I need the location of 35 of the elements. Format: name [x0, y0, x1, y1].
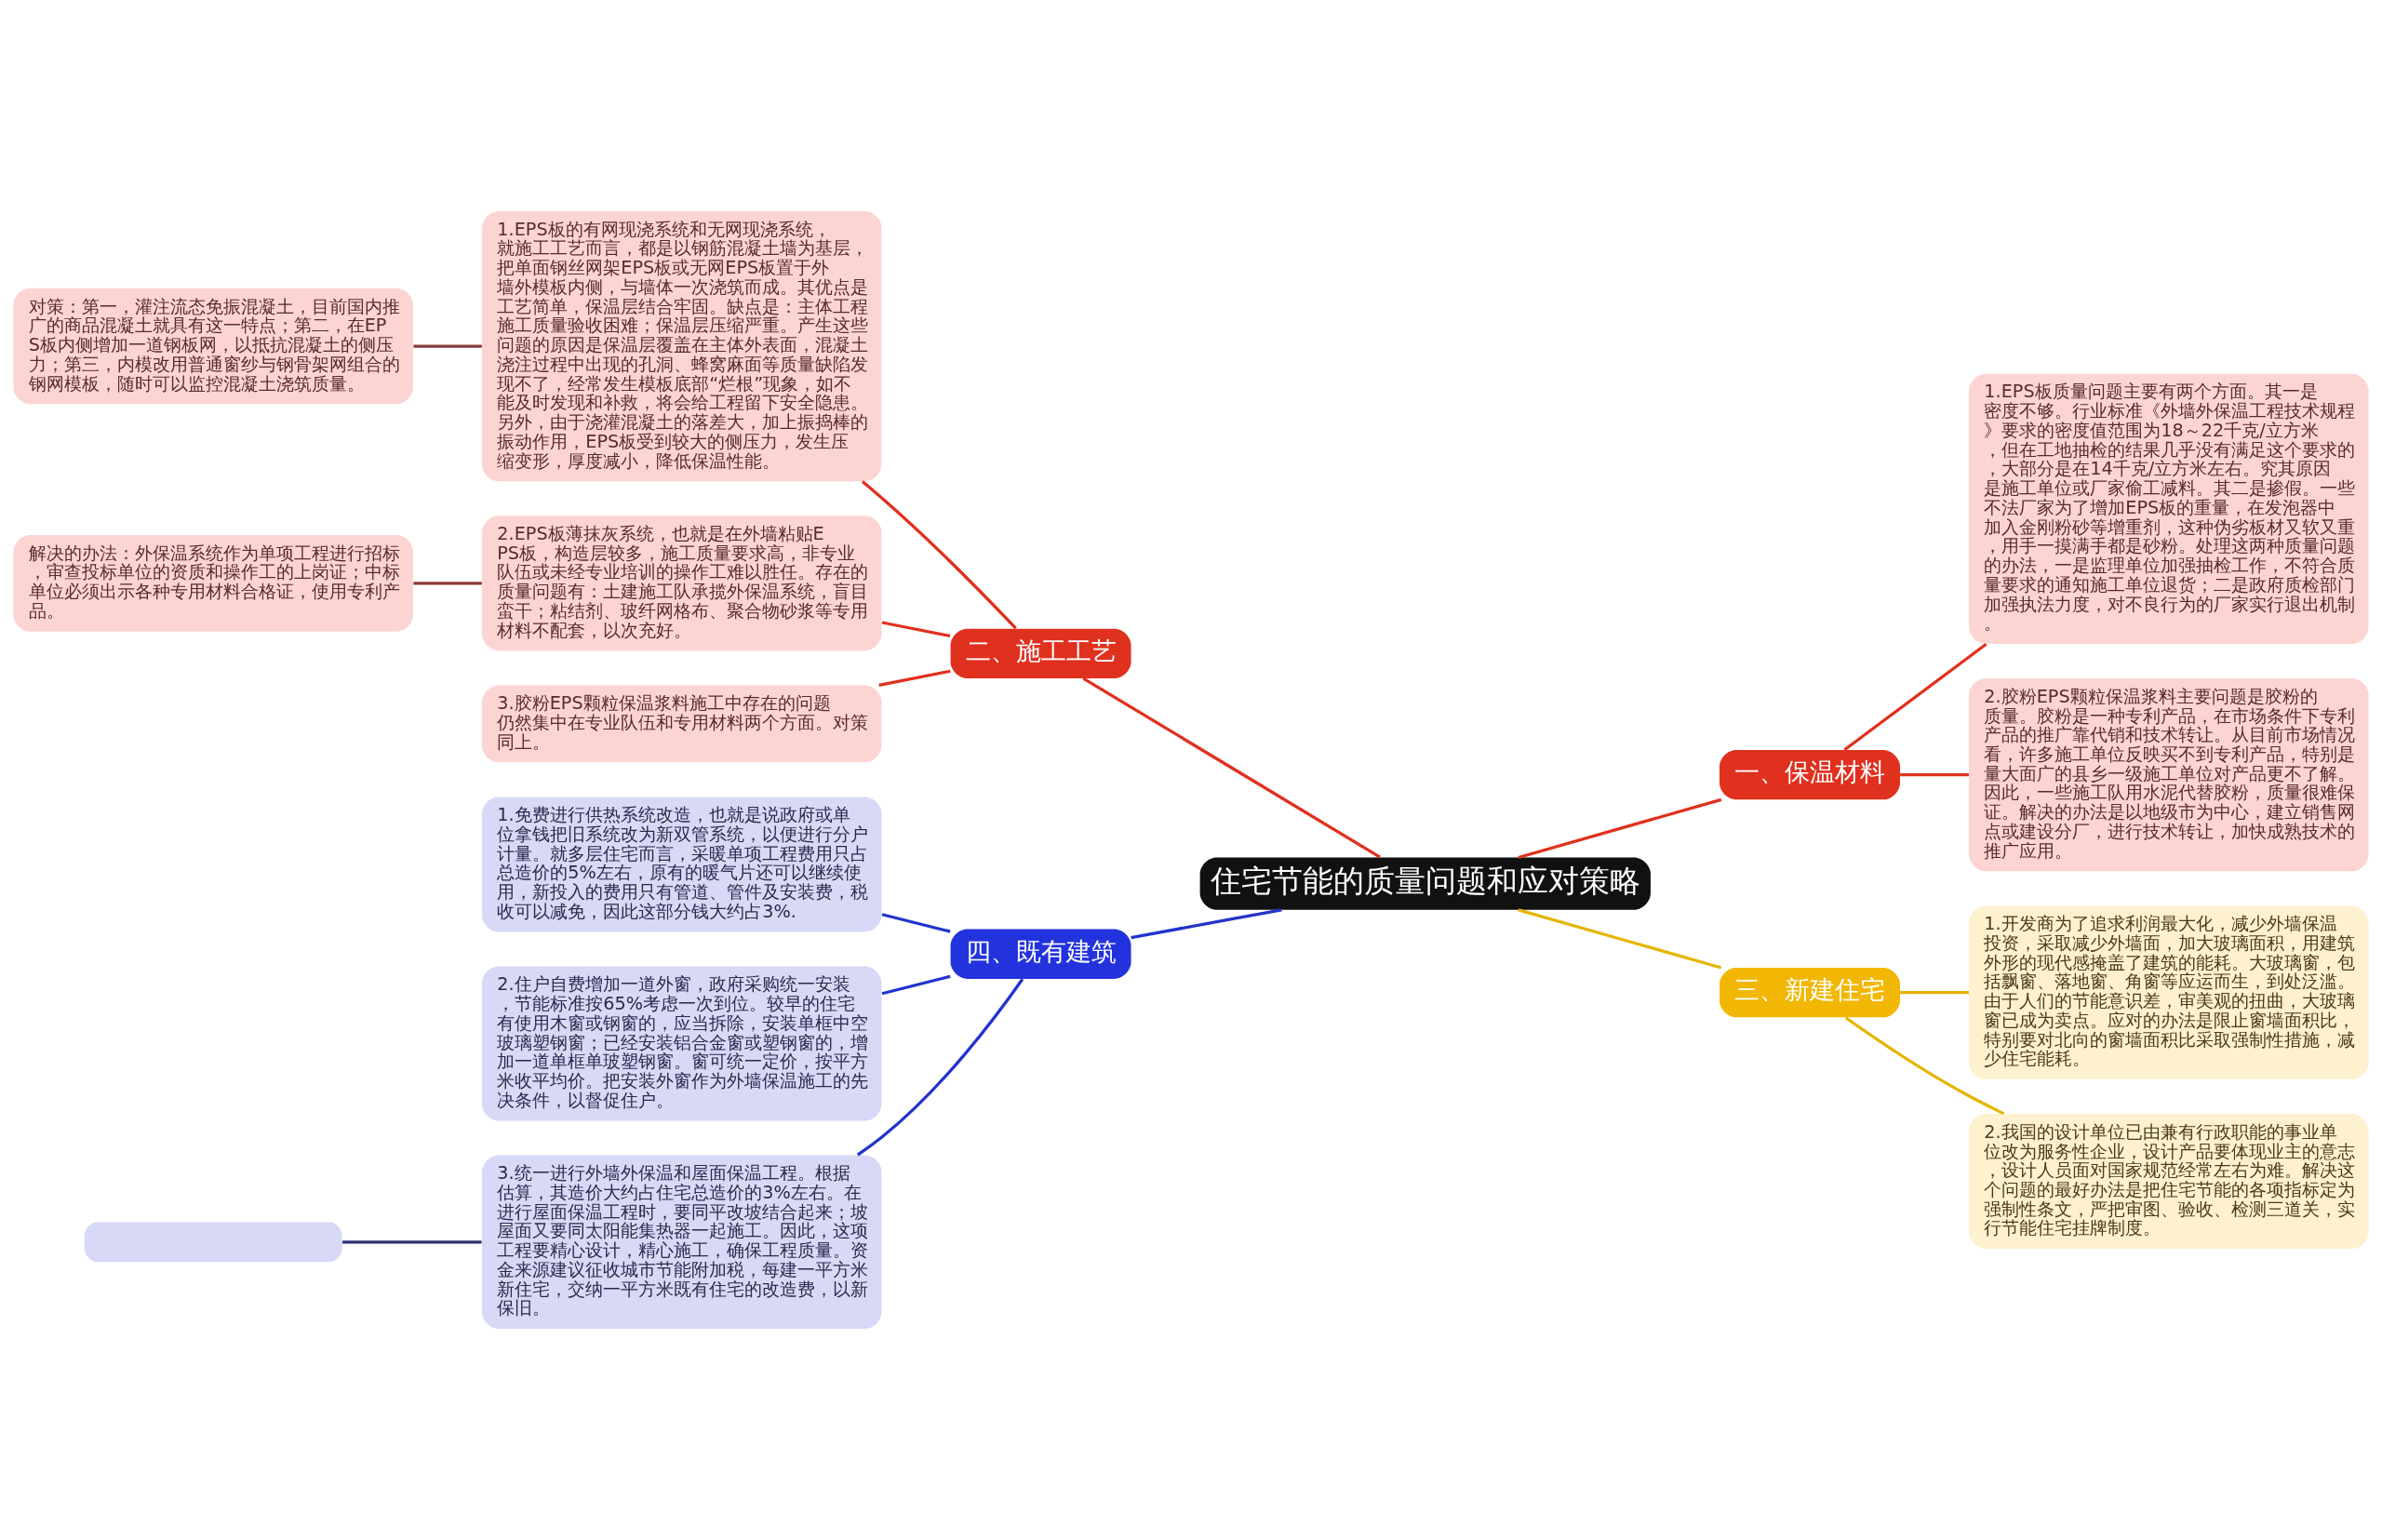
connector — [881, 974, 951, 996]
connector — [1900, 991, 1969, 995]
node-box: 1.开发商为了追求利润最大化，减少外墙保温投资，采取减少外墙面，加大玻璃面积，用建筑外形的现代感掩盖了建筑的能耗。大玻璃窗，包括飘窗、落地窗、角窗等应运而生，到处泛滥。由于人们的节能意识差，审美观的扭曲，大玻璃窗已成为卖点。应对的办法是限止窗墙面积比，特别要对北向的窗墙面积比采取强制性措施，减少住宅能耗。 — [1969, 905, 2369, 1079]
connector — [1131, 908, 1282, 940]
connector — [856, 978, 1024, 1157]
connector — [881, 913, 951, 933]
node-box: 1.EPS板质量问题主要有两个方面。其一是密度不够。行业标准《外墙外保温工程技术规程》要求的密度值范围为18～22千克/立方米，但在工地抽检的结果几乎没有满足这个要求的，大部分是在14千克/立方米左右。究其原因是施工单位或厂家偷工减料。其二是掺假。一些不法厂家为了增加EPS板的重量，在发泡器中加入金刚粉砂等增重剂，这种伪劣板材又软又重，用手一摸满手都是砂粉。处理这两种质量问题的办法，一是监理单位加强抽检工作，不符合质量要求的通知施工单位退货；二是政府质检部门加强执法力度，对不良行为的厂家实行退出机制。 — [1969, 373, 2369, 644]
connector — [1900, 773, 1969, 777]
node-box: 住宅节能的质量问题和应对策略 — [1199, 857, 1651, 910]
connector — [342, 1240, 482, 1244]
node-box: 对策：第一，灌注流态免振混凝土，目前国内推广的商品混凝土就具有这一特点；第二，在EPS板内侧增加一道钢板网，以抵抗混凝土的侧压力；第三，内模改用普通窗纱与钢骨架网组合的钢网模板，随时可以监控混凝土浇筑质量。 — [13, 288, 413, 405]
connector — [861, 480, 1017, 630]
node-box: 2.住户自费增加一道外窗，政府采购统一安装，节能标准按65%考虑一次到位。较早的住宅有使用木窗或钢窗的，应当拆除，安装单框中空玻璃塑钢窗；已经安装铝合金窗或塑钢窗的，增加一道单框单玻塑钢窗。窗可统一定价，按平方米收平均价。把安装外窗作为外墙保温施工的先决条件，以督促住户。 — [482, 966, 882, 1121]
connector — [1082, 676, 1381, 859]
node-box: 2.EPS板薄抹灰系统，也就是在外墙粘贴EPS板，构造层较多，施工质量要求高，非专业队伍或未经专业培训的操作工难以胜任。存在的质量问题有：土建施工队承揽外保温系统，盲目蛮干；粘结剂、玻纤网格布、聚合物砂浆等专用材料不配套，以次充好。 — [482, 516, 882, 651]
node-box: 3.胶粉EPS颗粒保温浆料施工中存在的问题仍然集中在专业队伍和专用材料两个方面。对策同上。 — [482, 685, 882, 763]
connector — [1843, 642, 1987, 752]
node-box: 三、新建住宅 — [1720, 968, 1900, 1018]
connector — [881, 621, 951, 637]
node-box: 1.EPS板的有网现浇系统和无网现浇系统，就施工工艺而言，都是以钢筋混凝土墙为基层，把单面钢丝网架EPS板或无网EPS板置于外墙外模板内侧，与墙体一次浇筑而成。其优点是工艺简单，保温层结合牢固。缺点是：主体工程施工质量验收困难；保温层压缩严重。产生这些问题的原因是保温层覆盖在主体外表面，混凝土浇注过程中出现的孔洞、蜂窝麻面等质量缺陷发现不了，经常发生模板底部“烂根”现象，如不能及时发现和补救，将会给工程留下安全隐患。另外，由于浇灌混凝土的落差大，加上振捣棒的振动作用，EPS板受到较大的侧压力，发生压缩变形，厚度减小，降低保温性能。 — [482, 210, 882, 482]
node-box — [84, 1222, 342, 1263]
node-box: 2.胶粉EPS颗粒保温浆料主要问题是胶粉的质量。胶粉是一种专利产品，在市场条件下专利产品的推广靠代销和技术转让。从目前市场情况看，许多施工单位反映买不到专利产品，特别是量大面广的县乡一级施工单位对产品更不了解。因此，一些施工队用水泥代替胶粉，质量很难保证。解决的办法是以地级市为中心，建立销售网点或建设分厂，进行技术转让，加快成熟技术的推广应用。 — [1969, 678, 2369, 872]
connector — [1518, 797, 1722, 860]
connector — [1518, 908, 1722, 970]
connector — [413, 582, 482, 585]
node-box: 1.免费进行供热系统改造，也就是说政府或单位拿钱把旧系统改为新双管系统，以便进行分户计量。就多层住宅而言，采暖单项工程费用只占总造价的5%左右，原有的暖气片还可以继续使用，新投入的费用只有管道、管件及安装费，税收可以减免，因此这部分钱大约占3%. — [482, 797, 882, 932]
connector — [878, 669, 951, 687]
node-box: 2.我国的设计单位已由兼有行政职能的事业单位改为服务性企业，设计产品要体现业主的意志，设计人员面对国家规范经常左右为难。解决这个问题的最好办法是把住宅节能的各项指标定为强制性条文，严把审图、验收、检测三道关，实行节能住宅挂牌制度。 — [1969, 1114, 2369, 1250]
connector — [413, 344, 482, 348]
node-box: 解决的办法：外保温系统作为单项工程进行招标，审查投标单位的资质和操作工的上岗证；中标单位必须出示各种专用材料合格证，使用专利产品。 — [13, 535, 413, 632]
connector — [1844, 1016, 2005, 1116]
node-box: 3.统一进行外墙外保温和屋面保温工程。根据估算，其造价大约占住宅总造价的3%左右。在进行屋面保温工程时，要同平改坡结合起来；坡屋面又要同太阳能集热器一起施工。因此，这项工程要精心设计，精心施工，确保工程质量。资金来源建议征收城市节能附加税，每建一平方米新住宅，交纳一平方米既有住宅的改造费，以新保旧。 — [482, 1155, 882, 1330]
node-box: 一、保温材料 — [1720, 750, 1900, 800]
node-box: 二、施工工艺 — [950, 628, 1131, 678]
node-box: 四、既有建筑 — [950, 929, 1131, 979]
